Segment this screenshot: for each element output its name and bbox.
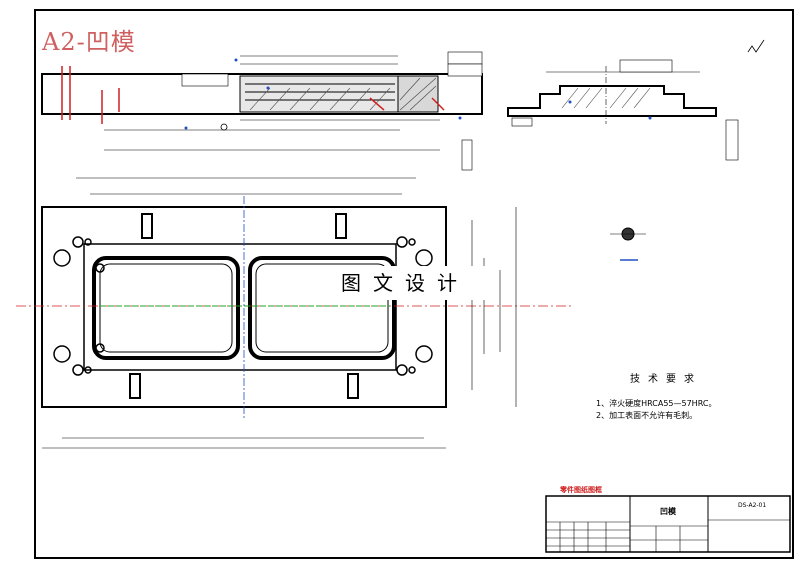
sheet-border-outer: [34, 9, 794, 559]
section-view-right: [507, 59, 739, 161]
title-block-red-label: 零件图纸图框: [560, 486, 602, 494]
technical-requirement-1: 1、淬火硬度HRCA55—57HRC。: [596, 399, 717, 408]
technical-requirements-heading: 技术要求: [630, 374, 702, 385]
detail-symbol: [610, 227, 646, 261]
sheet-title-tag: A2-凹模: [42, 28, 136, 56]
title-block: [545, 495, 791, 553]
title-block-part-name: 凹模: [660, 507, 676, 516]
section-view-left: [41, 51, 483, 171]
plan-view: [16, 177, 574, 449]
title-block-drawing-code: DS-A2-01: [738, 502, 767, 509]
roughness-symbol: [747, 39, 765, 53]
watermark-text: 图文设计: [322, 266, 488, 300]
technical-requirement-2: 2、加工表面不允许有毛刺。: [596, 411, 698, 420]
